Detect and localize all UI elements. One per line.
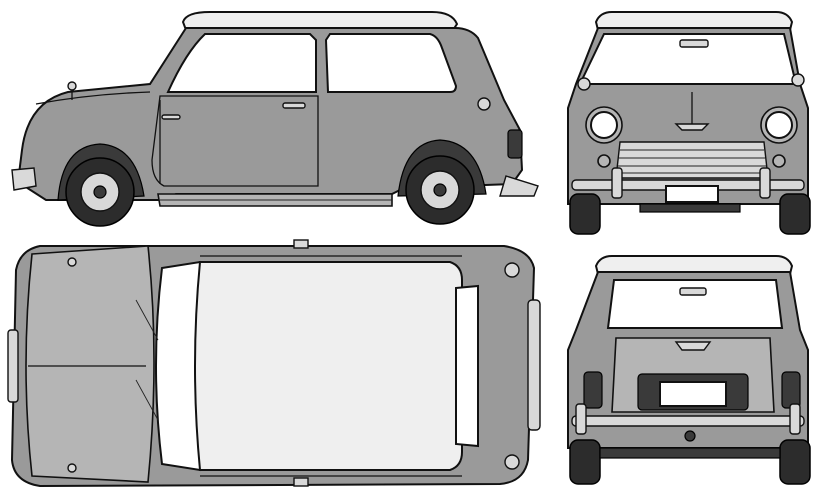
side-hinge <box>161 114 181 120</box>
side-rear-bumper <box>499 175 539 197</box>
rear-left-taillight <box>583 371 603 409</box>
side-front-window <box>166 33 317 93</box>
side-front-hub <box>93 185 107 199</box>
rear-interior-mirror <box>679 287 707 296</box>
rear-left-tire <box>569 439 601 485</box>
rear-overrider-left <box>575 403 587 435</box>
top-wiper-left <box>135 299 159 341</box>
front-license-plate <box>665 185 719 203</box>
rear-exhaust <box>684 430 696 442</box>
top-front-bumper <box>7 329 19 403</box>
side-rear-light <box>507 129 523 159</box>
side-view <box>11 11 539 227</box>
rear-overrider-right <box>789 403 801 435</box>
side-rear-window <box>324 33 458 93</box>
rear-right-tire <box>779 439 811 485</box>
front-left-tire <box>569 193 601 235</box>
front-right-mirror <box>791 73 805 87</box>
top-rear-window <box>455 284 479 448</box>
side-mirror <box>67 81 77 91</box>
top-mirror-right <box>67 463 77 473</box>
side-roof <box>181 11 459 31</box>
top-view <box>7 239 541 488</box>
top-mirror-left <box>67 257 77 267</box>
top-wiper-right <box>135 379 159 421</box>
front-left-indicator <box>597 154 611 168</box>
side-hood-line <box>35 91 151 105</box>
rear-subframe <box>599 447 781 459</box>
rear-license-plate <box>659 381 727 407</box>
front-left-mirror <box>577 77 591 91</box>
top-door-handle-left <box>293 239 309 249</box>
rear-roof <box>594 255 794 275</box>
front-overrider-left <box>611 167 623 199</box>
top-fuel-cap-right <box>504 454 520 470</box>
rear-bumper <box>571 415 805 427</box>
top-roof <box>194 261 463 471</box>
front-right-headlight <box>765 111 793 139</box>
side-door-handle <box>282 102 306 109</box>
front-bonnet-badge <box>674 123 710 131</box>
top-bonnet <box>25 245 155 483</box>
top-windshield <box>155 260 201 472</box>
side-door-outline <box>151 95 319 187</box>
front-left-headlight <box>590 111 618 139</box>
side-front-bumper <box>11 167 37 191</box>
side-fuel-cap <box>477 97 491 111</box>
front-right-tire <box>779 193 811 235</box>
rear-window <box>606 279 784 329</box>
rear-right-taillight <box>781 371 801 409</box>
top-door-handle-right <box>293 477 309 487</box>
front-rearview-mirror <box>679 39 709 48</box>
front-subframe <box>639 203 741 213</box>
front-overrider-right <box>759 167 771 199</box>
front-view <box>567 11 811 235</box>
top-rear-bumper <box>527 299 541 431</box>
rear-view <box>567 255 811 485</box>
side-rear-hub <box>433 183 447 197</box>
top-fuel-cap-left <box>504 262 520 278</box>
front-roof <box>594 11 794 31</box>
rear-boot-handle <box>674 341 712 351</box>
front-right-indicator <box>772 154 786 168</box>
